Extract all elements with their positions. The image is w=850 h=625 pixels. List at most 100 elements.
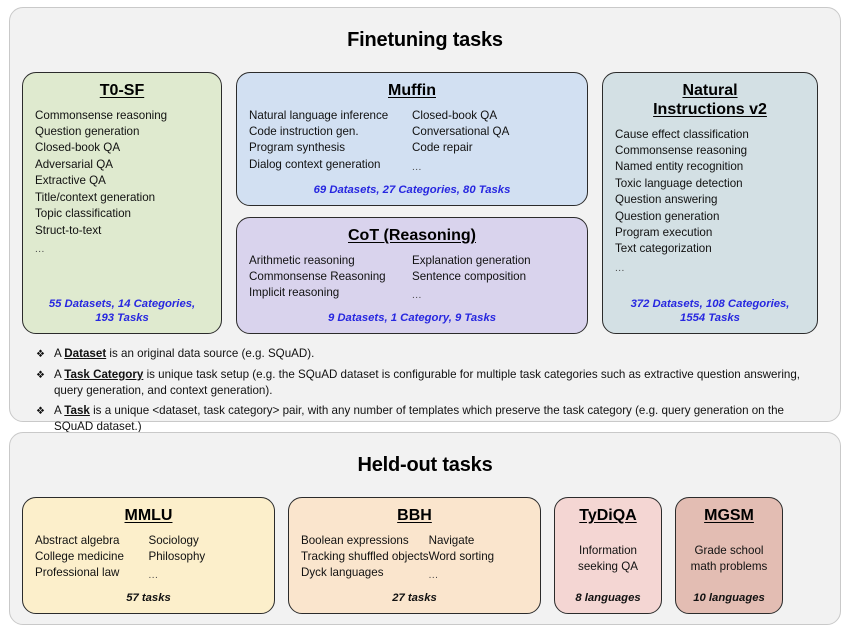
task-item: Topic classification: [35, 207, 132, 221]
task-column: Arithmetic reasoning Commonsense Reasoni…: [249, 253, 412, 305]
task-item: Program synthesis: [249, 141, 346, 155]
task-item-ellipsis: ...: [412, 161, 422, 173]
task-item: Question generation: [615, 209, 720, 223]
task-item: Extractive QA: [35, 174, 106, 188]
task-item: Title/context generation: [35, 190, 156, 204]
task-card-stats-cot: 9 Datasets, 1 Category, 9 Tasks: [327, 311, 497, 324]
task-card-title-t0sf: T0-SF: [99, 81, 145, 99]
task-list-t0sf: Commonsense reasoning Question generatio…: [35, 108, 209, 291]
definition-text: A Task is a unique <dataset, task catego…: [54, 403, 822, 435]
task-item: Professional law: [35, 566, 120, 580]
task-card-stats-bbh: 27 tasks: [392, 591, 437, 604]
task-card-cot[interactable]: CoT (Reasoning) Arithmetic reasoning Com…: [236, 216, 588, 334]
task-card-bbh[interactable]: BBH Boolean expressions Tracking shuffle…: [288, 496, 541, 614]
task-item: Commonsense Reasoning: [249, 270, 386, 284]
task-item-ellipsis: ...: [35, 243, 45, 255]
task-card-t0sf[interactable]: T0-SF Commonsense reasoning Question gen…: [22, 71, 222, 334]
task-card-title-bbh: BBH: [397, 506, 432, 524]
task-item: Dialog context generation: [249, 157, 381, 171]
task-item: Closed-book QA: [412, 108, 498, 122]
task-item: Question answering: [615, 193, 718, 207]
definition-text: A Task Category is unique task setup (e.…: [54, 367, 822, 399]
definition-text: A Dataset is an original data source (e.…: [54, 346, 822, 363]
task-item-ellipsis: ...: [428, 570, 439, 582]
task-description-mgsm: Grade school math problems: [690, 543, 768, 573]
task-card-mmlu[interactable]: MMLU Abstract algebra College medicine P…: [22, 496, 275, 614]
heldout-cards-row: MMLU Abstract algebra College medicine P…: [22, 496, 828, 614]
task-card-stats-mgsm: 10 languages: [693, 591, 765, 604]
definition-term: Task Category: [64, 367, 144, 381]
task-card-stats-muffin: 69 Datasets, 27 Categories, 80 Tasks: [313, 183, 511, 196]
task-item: Text categorization: [615, 242, 712, 256]
definition-prefix: A: [53, 367, 65, 381]
task-card-title-cot: CoT (Reasoning): [348, 226, 476, 244]
task-card-title-mgsm: MGSM: [704, 506, 754, 524]
task-item: Struct-to-text: [35, 223, 102, 237]
task-item: Sentence composition: [412, 270, 527, 284]
task-item: Named entity recognition: [615, 160, 744, 174]
definition-row: ❖ A Dataset is an original data source (…: [36, 346, 822, 363]
task-item: Dyck languages: [301, 566, 384, 580]
task-item: Conversational QA: [412, 125, 510, 139]
definition-term: Dataset: [64, 346, 107, 360]
task-card-title-niv2: Natural Instructions v2: [653, 81, 767, 118]
task-item: Commonsense reasoning: [615, 143, 748, 157]
finetuning-cards-row: T0-SF Commonsense reasoning Question gen…: [22, 71, 828, 334]
task-item: Navigate: [428, 533, 475, 547]
task-list-niv2: Cause effect classification Commonsense …: [615, 127, 805, 291]
definition-rest: is unique task setup (e.g. the SQuAD dat…: [53, 367, 801, 397]
diamond-bullet-icon: ❖: [36, 348, 45, 360]
task-item: Program execution: [615, 225, 713, 239]
task-item: Boolean expressions: [301, 533, 409, 547]
finetuning-panel-title: Finetuning tasks: [347, 29, 503, 52]
task-item: Sociology: [148, 533, 199, 547]
task-item: Philosophy: [148, 550, 206, 564]
task-column: Cause effect classification Commonsense …: [615, 127, 805, 278]
task-list-muffin: Natural language inference Code instruct…: [249, 108, 575, 177]
task-card-muffin[interactable]: Muffin Natural language inference Code i…: [236, 71, 588, 206]
middle-cards-column: Muffin Natural language inference Code i…: [236, 71, 588, 334]
definition-term: Task: [64, 403, 90, 417]
task-item: Toxic language detection: [615, 176, 743, 190]
task-column: Boolean expressions Tracking shuffled ob…: [301, 533, 429, 585]
task-column: Commonsense reasoning Question generatio…: [35, 108, 209, 259]
task-card-stats-t0sf: 55 Datasets, 14 Categories, 193 Tasks: [48, 297, 196, 324]
task-list-cot: Arithmetic reasoning Commonsense Reasoni…: [249, 253, 575, 305]
task-column: Abstract algebra College medicine Profes…: [35, 533, 149, 585]
heldout-tasks-panel: Held-out tasks MMLU Abstract algebra Col…: [9, 432, 841, 625]
task-card-mgsm[interactable]: MGSM Grade school math problems 10 langu…: [675, 496, 783, 614]
task-card-stats-mmlu: 57 tasks: [126, 591, 171, 604]
task-column: Closed-book QA Conversational QA Code re…: [412, 108, 575, 177]
task-column: Natural language inference Code instruct…: [249, 108, 412, 177]
task-item: Code instruction gen.: [249, 125, 359, 139]
task-item-ellipsis: ...: [412, 290, 422, 302]
finetuning-tasks-panel: Finetuning tasks T0-SF Commonsense reaso…: [9, 7, 841, 433]
task-item-ellipsis: ...: [148, 570, 159, 582]
task-card-title-mmlu: MMLU: [124, 506, 173, 524]
task-item-ellipsis: ...: [615, 262, 625, 274]
task-item: Arithmetic reasoning: [249, 253, 355, 267]
task-item: Natural language inference: [249, 108, 389, 122]
definition-prefix: A: [53, 346, 65, 360]
task-item: Commonsense reasoning: [35, 108, 168, 122]
task-description-tydiqa: Information seeking QA: [578, 543, 638, 573]
task-item: Word sorting: [428, 550, 495, 564]
task-card-title-tydiqa: TyDiQA: [579, 506, 637, 524]
task-list-mmlu: Abstract algebra College medicine Profes…: [35, 533, 262, 585]
task-item: Adversarial QA: [35, 157, 113, 171]
task-card-natural-instructions-v2[interactable]: Natural Instructions v2 Cause effect cla…: [602, 71, 818, 334]
task-card-tydiqa[interactable]: TyDiQA Information seeking QA 8 language…: [554, 496, 662, 614]
task-item: Code repair: [412, 141, 473, 155]
task-column: Navigate Word sorting ...: [429, 533, 528, 585]
task-item: Abstract algebra: [35, 533, 120, 547]
definition-prefix: A: [53, 403, 65, 417]
task-card-stats-tydiqa: 8 languages: [575, 591, 641, 604]
task-item: Tracking shuffled objects: [301, 550, 429, 564]
task-column: Explanation generation Sentence composit…: [412, 253, 575, 305]
definition-rest: is an original data source (e.g. SQuAD).: [106, 346, 315, 360]
definitions-list: ❖ A Dataset is an original data source (…: [22, 346, 828, 435]
definition-row: ❖ A Task Category is unique task setup (…: [36, 367, 822, 399]
task-item: Explanation generation: [412, 253, 531, 267]
task-item: Question generation: [35, 125, 140, 139]
